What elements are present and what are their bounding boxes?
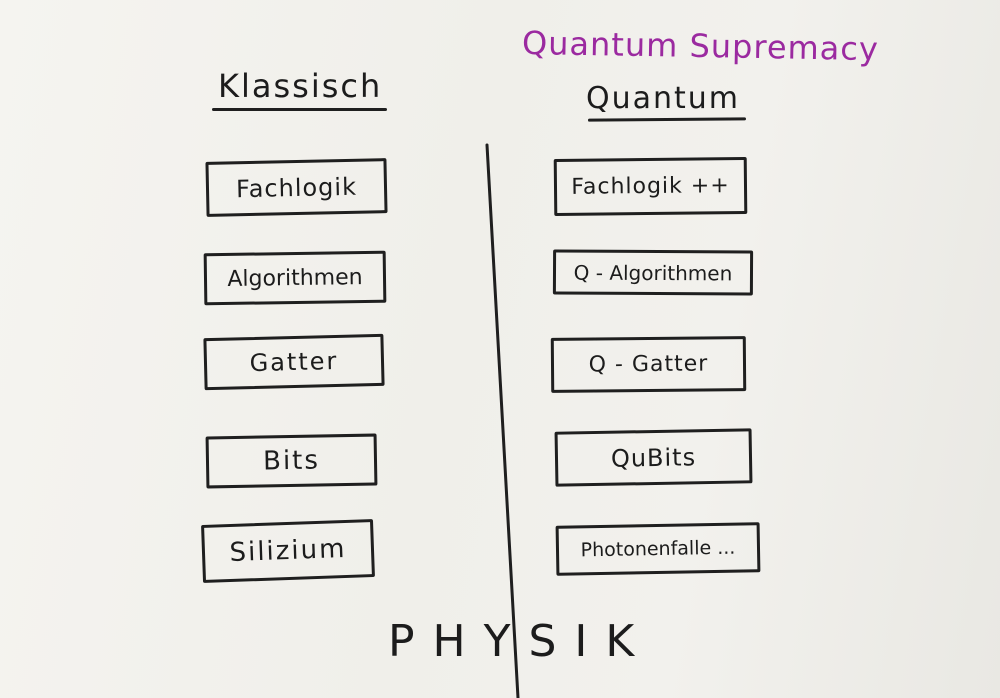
left-box-2: Algorithmen <box>203 250 387 306</box>
left-box-3: Gatter <box>203 333 385 391</box>
right-box-2: Q - Algorithmen <box>552 249 754 296</box>
left-box-5: Silizium <box>201 519 375 583</box>
left-box-label: Gatter <box>249 346 339 378</box>
left-box-label: Algorithmen <box>227 264 363 292</box>
right-box-4: QuBits <box>554 428 753 487</box>
left-heading-underline <box>212 108 387 111</box>
left-box-label: Silizium <box>229 533 347 569</box>
right-box-label: Q - Gatter <box>588 351 709 378</box>
bottom-label: PHYSIK <box>388 616 653 667</box>
right-box-3: Q - Gatter <box>550 336 747 393</box>
left-box-label: Fachlogik <box>235 172 358 203</box>
left-box-1: Fachlogik <box>205 158 388 217</box>
right-box-label: Q - Algorithmen <box>573 260 733 285</box>
left-box-4: Bits <box>205 433 378 489</box>
right-box-label: QuBits <box>610 442 697 473</box>
left-box-label: Bits <box>262 445 321 477</box>
right-box-5: Photonenfalle ... <box>555 522 761 576</box>
left-heading: Klassisch <box>218 67 383 105</box>
right-box-label: Fachlogik ++ <box>571 173 730 200</box>
right-box-1: Fachlogik ++ <box>553 156 748 217</box>
right-heading: Quantum <box>586 81 741 116</box>
right-box-label: Photonenfalle ... <box>580 536 736 562</box>
